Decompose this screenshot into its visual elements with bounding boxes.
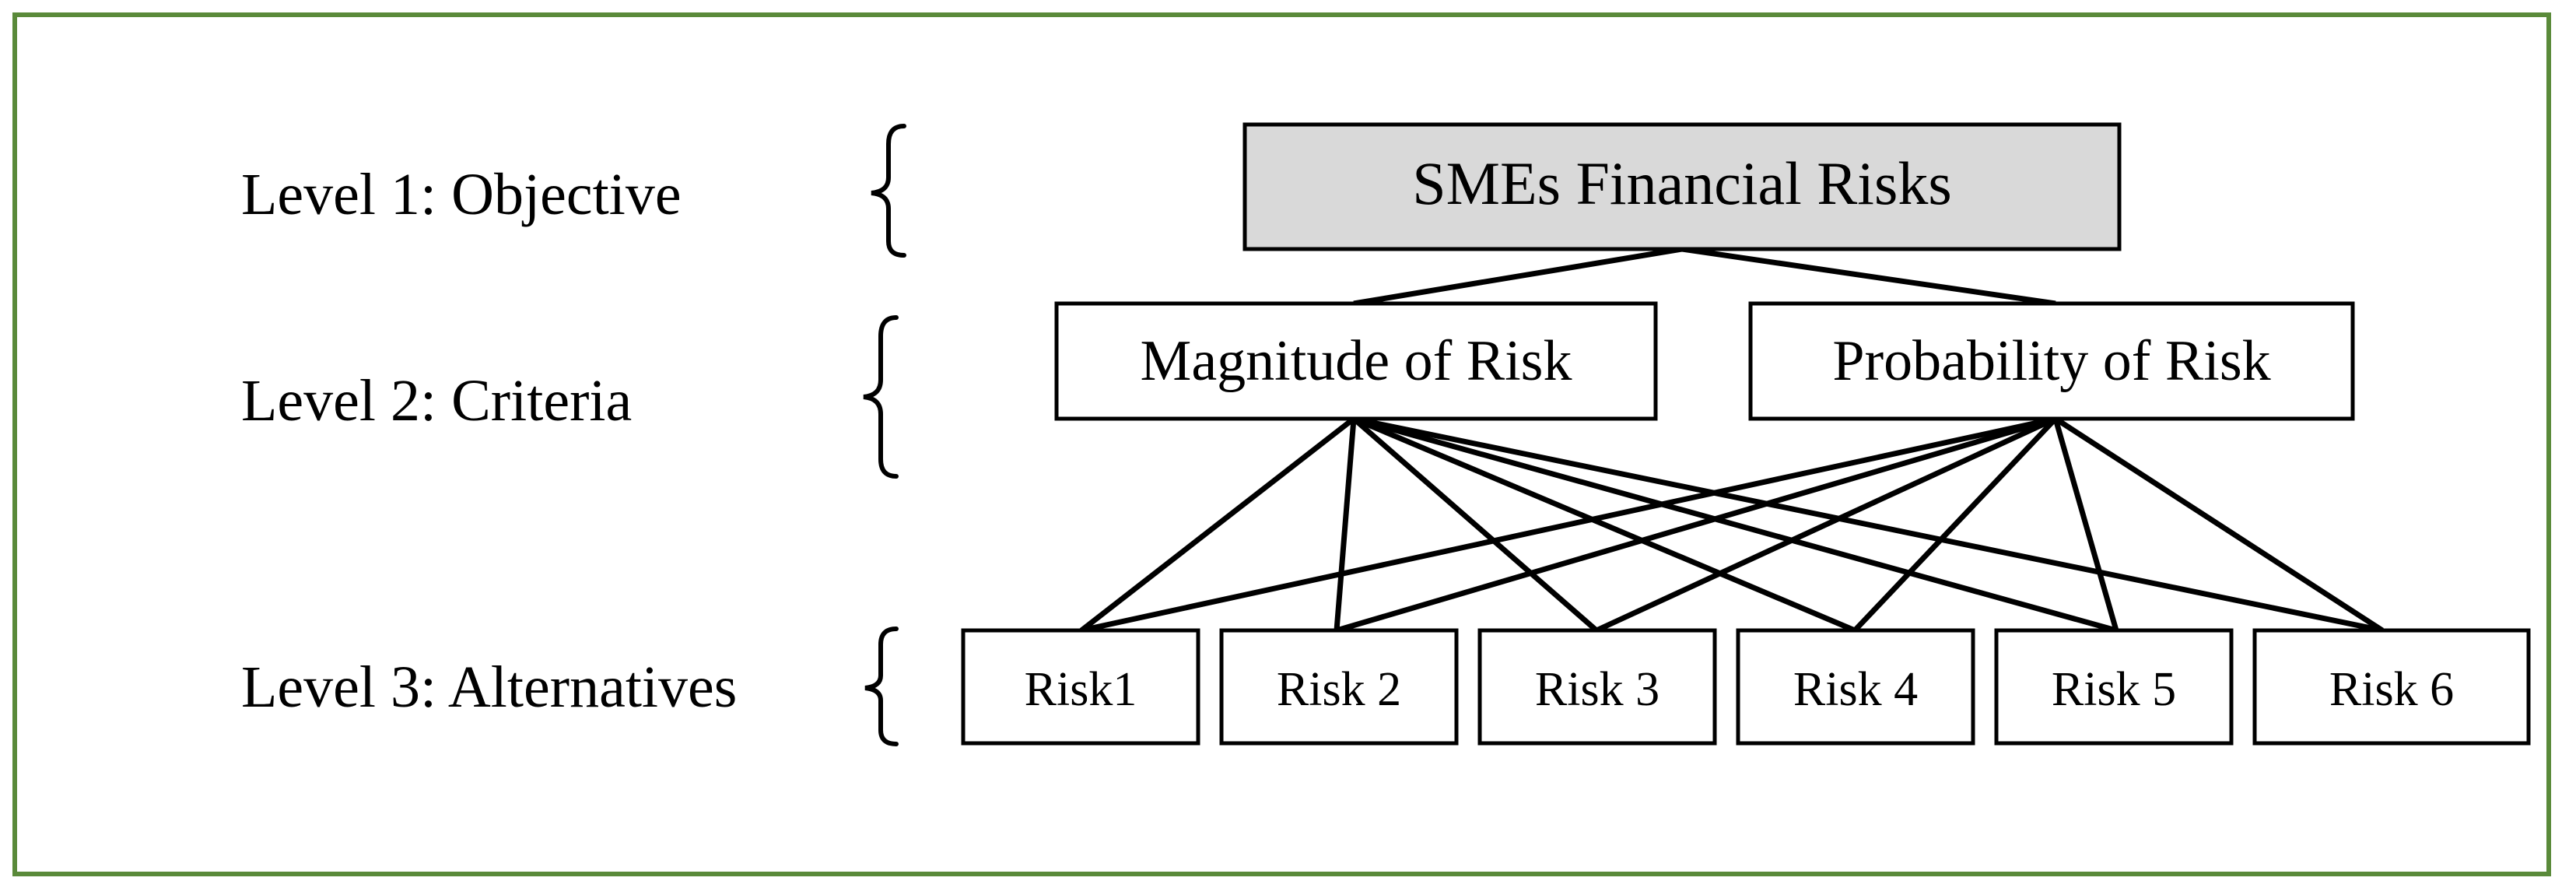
link-objective-magnitude xyxy=(1353,246,1683,307)
alternative-label-6: Risk 6 xyxy=(2329,663,2454,716)
link-magnitude-risk4 xyxy=(1352,416,1856,634)
link-probability-risk3 xyxy=(1595,416,2057,634)
objective-box xyxy=(1242,122,2122,251)
link-magnitude-risk3 xyxy=(1351,416,1599,633)
criterion-box-probability xyxy=(1748,301,2355,421)
link-objective-probability xyxy=(1681,246,2056,307)
alternative-box-1 xyxy=(961,628,1200,746)
alternative-label-1: Risk1 xyxy=(1025,663,1137,716)
link-probability-risk1 xyxy=(1081,416,2056,634)
level-2-brace xyxy=(863,315,899,479)
link-magnitude-risk6 xyxy=(1353,416,2383,634)
objective-label: SMEs Financial Risks xyxy=(1412,149,1951,217)
alternative-box-3 xyxy=(1477,628,1717,746)
level-1-label: Level 1: Objective xyxy=(241,162,682,227)
level-1-brace xyxy=(871,124,906,258)
link-probability-risk6 xyxy=(2054,416,2384,633)
alternative-nodes: Risk1 Risk 2 Risk 3 Risk 4 Risk 5 Risk 6 xyxy=(961,628,2531,746)
objective-node: SMEs Financial Risks xyxy=(1242,122,2122,251)
criterion-label-probability: Probability of Risk xyxy=(1832,329,2270,393)
level-labels: Level 1: Objective Level 2: Criteria Lev… xyxy=(241,162,737,720)
link-probability-risk4 xyxy=(1852,416,2058,633)
criterion-label-magnitude: Magnitude of Risk xyxy=(1141,329,1572,393)
criterion-box-magnitude xyxy=(1054,301,1658,421)
link-probability-risk5 xyxy=(2052,418,2119,631)
link-probability-risk2 xyxy=(1336,416,2056,634)
level-3-brace xyxy=(864,626,899,746)
criteria-nodes: Magnitude of Risk Probability of Risk xyxy=(1054,301,2355,421)
alternative-box-4 xyxy=(1736,628,1975,746)
alternative-box-6 xyxy=(2252,628,2531,746)
link-magnitude-risk1 xyxy=(1079,416,1356,633)
level-3-label: Level 3: Alternatives xyxy=(241,655,737,720)
level-2-label: Level 2: Criteria xyxy=(241,368,632,433)
connector-lines xyxy=(1079,246,2384,634)
link-magnitude-risk2 xyxy=(1334,418,1357,631)
alternative-label-3: Risk 3 xyxy=(1535,663,1660,716)
alternative-label-2: Risk 2 xyxy=(1277,663,1401,716)
alternative-label-5: Risk 5 xyxy=(2052,663,2176,716)
alternative-label-4: Risk 4 xyxy=(1793,663,1918,716)
alternative-box-5 xyxy=(1994,628,2234,746)
link-magnitude-risk5 xyxy=(1353,416,2117,634)
alternative-box-2 xyxy=(1219,628,1459,746)
level-braces xyxy=(863,124,906,746)
